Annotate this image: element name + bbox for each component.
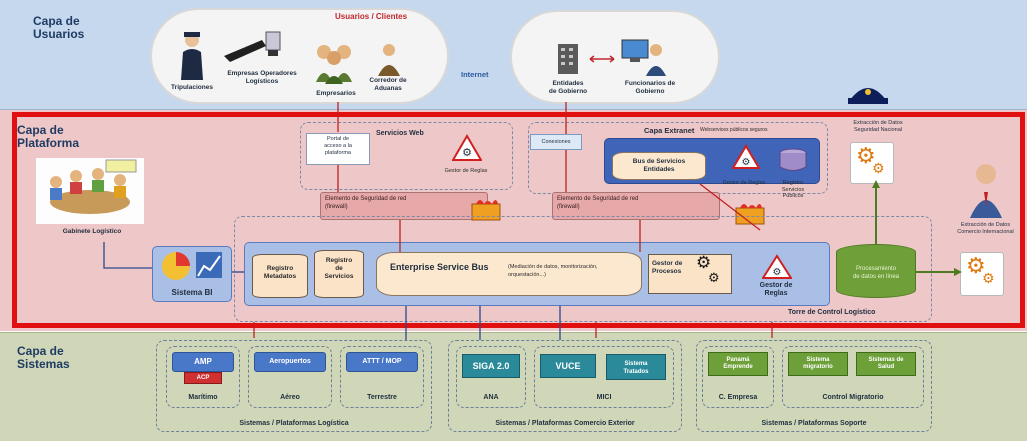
government-cloud — [512, 12, 718, 102]
registro-servicios: Registro de Servicios — [314, 250, 364, 298]
comercio-group — [448, 340, 682, 432]
portal-box: Portal de acceso a la plataforma — [306, 133, 370, 165]
panama-emprende-box: Panamá Emprende — [708, 352, 768, 376]
svg-text:⚙: ⚙ — [773, 267, 782, 278]
users-cloud-title: Usuarios / Clientes — [335, 12, 408, 21]
main-rules-warning-icon: ⚙ — [762, 254, 792, 279]
gabinete-logistico-label: Gabinete Logístico — [62, 228, 122, 235]
platform-layer-title: Capa de Plataforma — [17, 123, 80, 150]
c-empresa-group — [702, 346, 774, 408]
security-gear-icon: ⚙ — [856, 144, 876, 169]
empresas-operadores-label: Empresas Operadores Logísticos — [227, 70, 297, 85]
maritimo-group — [166, 346, 240, 408]
aereo-label: Aéreo — [280, 394, 300, 401]
maritimo-label: Marítimo — [188, 394, 218, 401]
trade-officer-icon — [970, 164, 1002, 218]
crew-icon — [181, 32, 203, 80]
sistema-migratorio-box: Sistema migratorio — [788, 352, 848, 376]
terrestre-label: Terrestre — [367, 394, 397, 401]
torre-control-label: Torre de Control Logístico — [788, 309, 876, 316]
siga-box: SIGA 2.0 — [462, 354, 520, 378]
aeropuertos-box: Aeropuertos — [254, 352, 326, 372]
extranet-rules-warning-icon: ⚙ — [732, 144, 760, 169]
entidades-gobierno-label: Entidades de Gobierno — [548, 80, 588, 95]
soporte-group — [696, 340, 932, 432]
meeting-room-icon — [36, 158, 144, 224]
acp-box: ACP — [184, 372, 222, 384]
platform-highlight-frame — [12, 112, 1025, 328]
esb-description: (Mediación de datos, monitorización, orq… — [508, 264, 598, 278]
bidirectional-arrow-icon — [589, 55, 615, 63]
trade-extraction-box — [960, 252, 1004, 296]
soporte-group-label: Sistemas / Plataformas Soporte — [761, 420, 867, 427]
aereo-group — [248, 346, 332, 408]
government-building-icon — [558, 44, 578, 74]
attt-mop-box: ATTT / MOP — [346, 352, 418, 372]
internet-label: Internet — [461, 70, 489, 79]
process-gear-icon: ⚙ — [696, 253, 712, 273]
customs-broker-icon — [378, 44, 400, 76]
trade-gear-icon: ⚙ — [966, 254, 986, 279]
logistica-group — [156, 340, 432, 432]
logistica-group-label: Sistemas / Plataformas Logística — [239, 420, 349, 427]
amp-box: AMP — [172, 352, 234, 372]
security-gear-small-icon: ⚙ — [872, 161, 885, 177]
ship-truck-icon — [224, 31, 281, 62]
gestor-reglas-extranet-label: Gestor de Reglas — [722, 180, 766, 186]
sistema-bi-label: Sistema BI — [171, 288, 213, 297]
sistemas-salud-box: Sistemas de Salud — [856, 352, 916, 376]
web-services-group — [300, 122, 513, 190]
police-cap-icon — [848, 88, 888, 104]
users-layer-title: Capa de Usuarios — [33, 14, 85, 41]
extraccion-seguridad-label: Extracción de Datos Seguridad Nacional — [853, 120, 903, 133]
svg-text:⚙: ⚙ — [462, 146, 472, 159]
extranet-title: Capa Extranet — [644, 126, 695, 135]
svg-text:⚙: ⚙ — [742, 157, 751, 168]
businessmen-icon — [316, 45, 352, 84]
process-gear-small-icon: ⚙ — [708, 271, 720, 286]
terrestre-group — [340, 346, 424, 408]
gestor-reglas-main-label: Gestor de Reglas — [759, 282, 793, 297]
conexiones-box: Conexiones — [530, 134, 582, 150]
funcionarios-gobierno-label: Funcionarios de Gobierno — [624, 80, 676, 95]
process-manager-box — [648, 254, 732, 294]
registro-metadatos: Registro Metadatos — [252, 254, 308, 298]
corredor-aduanas-label: Corredor de Aduanas — [369, 77, 407, 92]
c-empresa-label: C. Empresa — [718, 394, 758, 401]
gestor-reglas-web-label: Gestor de Reglas — [444, 168, 488, 174]
trade-gear-small-icon: ⚙ — [982, 271, 995, 287]
tripulaciones-label: Tripulaciones — [171, 84, 213, 91]
sistema-tratados-box: Sistema Tratados — [606, 354, 666, 380]
extraccion-comercio-label: Extracción de Datos Comercio Internacion… — [957, 222, 1014, 235]
firewall-right: Elemento de Seguridad de red (firewall) — [552, 192, 720, 220]
comercio-group-label: Sistemas / Plataformas Comercio Exterior — [495, 420, 635, 427]
esb-bus — [376, 252, 642, 296]
webservices-publicos-label: Webservices públicos seguros — [700, 127, 768, 133]
gestor-procesos-label: Gestor de Procesos — [652, 260, 683, 275]
vuce-box: VUCE — [540, 354, 596, 378]
web-services-title: Servicios Web — [376, 130, 424, 137]
registro-servicios-publicos-label: Registro Servicios Públicos — [781, 180, 805, 199]
control-migratorio-group — [782, 346, 924, 408]
ana-label: ANA — [483, 394, 499, 401]
esb-title: Enterprise Service Bus — [390, 262, 489, 272]
firewall-left: Elemento de Seguridad de red (firewall) — [320, 192, 488, 220]
public-registry-db-icon — [779, 148, 807, 171]
procesamiento-datos: Procesamiento de datos en línea — [836, 244, 916, 298]
ana-group — [456, 346, 526, 408]
bus-servicios-entidades: Bus de Servicios Entidades — [612, 152, 706, 180]
control-tower-group — [234, 216, 932, 322]
security-extraction-box — [850, 142, 894, 184]
rules-warning-icon: ⚙ — [452, 134, 482, 161]
bi-chart-icon — [162, 252, 222, 280]
officer-computer-icon — [621, 39, 666, 76]
mici-group — [534, 346, 674, 408]
systems-layer-title: Capa de Sistemas — [17, 344, 70, 371]
mici-label: MICI — [596, 394, 612, 401]
empresarios-label: Empresarios — [316, 90, 356, 97]
control-migratorio-label: Control Migratorio — [822, 394, 884, 401]
